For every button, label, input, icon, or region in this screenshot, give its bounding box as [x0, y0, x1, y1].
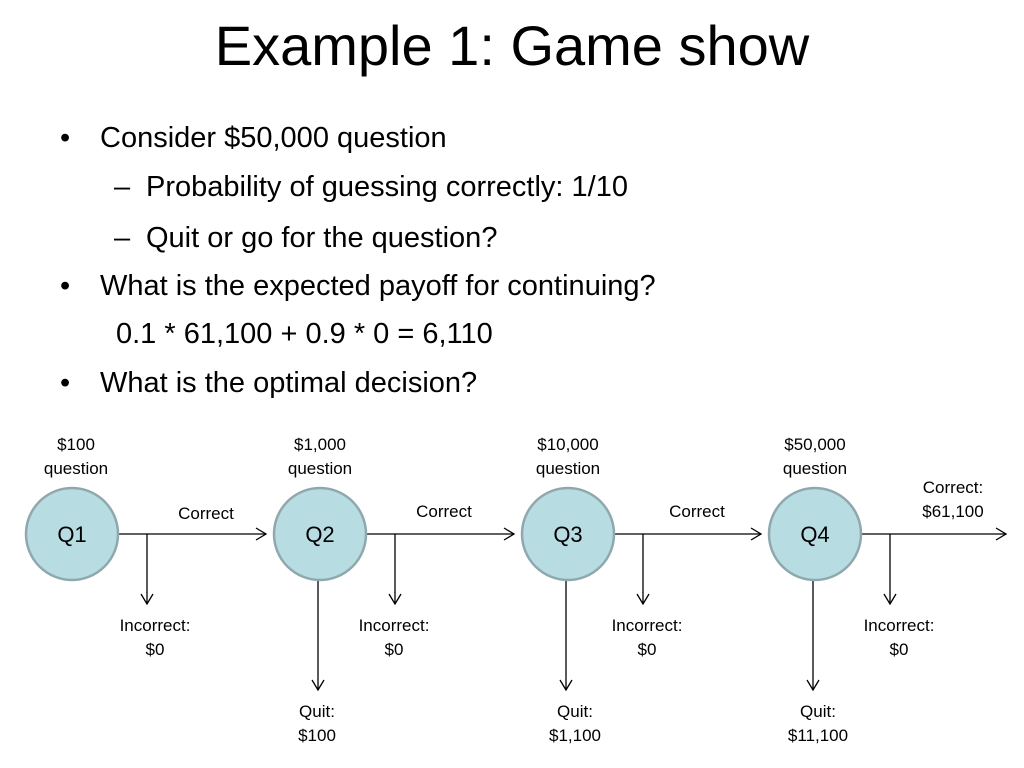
bullet-marker: • — [60, 122, 71, 154]
bullet-item: • Consider $50,000 question — [60, 121, 447, 155]
incorrect-label: Incorrect: — [864, 616, 935, 635]
node-header-label: $10,000 — [537, 435, 598, 454]
final-correct-label: Correct: — [923, 478, 983, 497]
decision-node — [767, 486, 863, 582]
quit-label: $11,100 — [788, 726, 848, 745]
incorrect-label: $0 — [638, 640, 657, 659]
arrow-right-icon — [255, 527, 268, 541]
node-header-label: $50,000 — [784, 435, 845, 454]
decision-node — [272, 486, 368, 582]
bullet-item: • What is the expected payoff for contin… — [60, 269, 656, 303]
slide-title: Example 1: Game show — [214, 14, 810, 77]
incorrect-label: Incorrect: — [120, 616, 191, 635]
correct-label: Correct — [416, 502, 472, 521]
bullet-text: Consider $50,000 question — [100, 122, 447, 154]
arrow-down-icon — [883, 593, 897, 606]
incorrect-label: Incorrect: — [612, 616, 683, 635]
arrow-down-icon — [311, 679, 325, 692]
node-header-label: question — [783, 459, 847, 478]
correct-label: Correct — [669, 502, 725, 521]
dash-marker: – — [114, 222, 131, 254]
incorrect-label: $0 — [146, 640, 165, 659]
bullet-text: Quit or go for the question? — [146, 222, 498, 254]
node-header-label: question — [288, 459, 352, 478]
node-header-label: $1,000 — [294, 435, 346, 454]
node-header-label: question — [536, 459, 600, 478]
formula-text: 0.1 * 61,100 + 0.9 * 0 = 6,110 — [116, 318, 493, 350]
bullet-marker: • — [60, 367, 71, 399]
final-correct-label: $61,100 — [922, 502, 983, 521]
node-label: Q2 — [305, 522, 334, 547]
bullet-marker: • — [60, 270, 71, 302]
node-label: Q4 — [800, 522, 829, 547]
arrow-down-icon — [140, 593, 154, 606]
arrow-right-icon — [750, 527, 763, 541]
arrow-down-icon — [559, 679, 573, 692]
bullet-text: Probability of guessing correctly: 1/10 — [146, 171, 628, 203]
arrow-right-icon — [995, 527, 1008, 541]
arrow-down-icon — [806, 679, 820, 692]
incorrect-label: Incorrect: — [359, 616, 430, 635]
decision-node — [520, 486, 616, 582]
arrow-right-icon — [503, 527, 516, 541]
bullet-text: What is the expected payoff for continui… — [100, 270, 656, 302]
bullet-item: • What is the optimal decision? — [60, 366, 478, 400]
arrow-down-icon — [388, 593, 402, 606]
arrow-down-icon — [636, 593, 650, 606]
sub-bullet-item: – Probability of guessing correctly: 1/1… — [114, 170, 628, 204]
bullet-list: • Consider $50,000 question – Probabilit… — [60, 121, 656, 400]
quit-label: $100 — [298, 726, 336, 745]
quit-label: Quit: — [299, 702, 335, 721]
node-header-label: $100 — [57, 435, 95, 454]
incorrect-label: $0 — [385, 640, 404, 659]
quit-label: Quit: — [557, 702, 593, 721]
dash-marker: – — [114, 171, 131, 203]
node-label: Q3 — [553, 522, 582, 547]
formula-line: 0.1 * 61,100 + 0.9 * 0 = 6,110 — [116, 317, 493, 351]
correct-label: Correct — [178, 504, 234, 523]
incorrect-label: $0 — [890, 640, 909, 659]
sub-bullet-item: – Quit or go for the question? — [114, 221, 498, 255]
node-header-label: question — [44, 459, 108, 478]
quit-label: $1,100 — [549, 726, 601, 745]
bullet-text: What is the optimal decision? — [100, 367, 478, 399]
decision-node — [24, 486, 120, 582]
node-label: Q1 — [57, 522, 86, 547]
quit-label: Quit: — [800, 702, 836, 721]
